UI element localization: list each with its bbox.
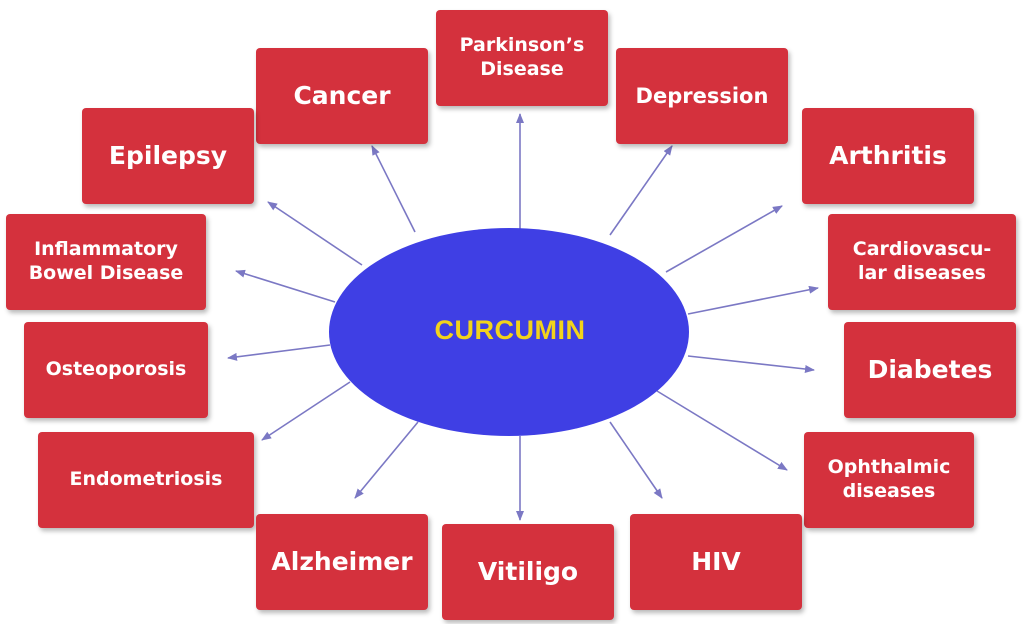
box-arthritis: Arthritis	[802, 108, 974, 204]
box-cancer: Cancer	[256, 48, 428, 144]
box-hiv: HIV	[630, 514, 802, 610]
box-depression: Depression	[616, 48, 788, 144]
arrow-alzheimer	[354, 421, 419, 499]
box-parkinsons: Parkinson’s Disease	[436, 10, 608, 106]
curcumin-ellipse	[329, 228, 689, 436]
arrow-osteoporosis	[227, 344, 331, 361]
box-ophthalmic: Ophthalmic diseases	[804, 432, 974, 528]
arrow-hiv	[609, 421, 663, 499]
box-epilepsy: Epilepsy	[82, 108, 254, 204]
box-endometriosis: Endometriosis	[38, 432, 254, 528]
arrow-depression	[609, 145, 673, 236]
box-ibd: Inflammatory Bowel Disease	[6, 214, 206, 310]
arrow-cancer	[371, 145, 416, 233]
box-diabetes: Diabetes	[844, 322, 1016, 418]
box-alzheimer: Alzheimer	[256, 514, 428, 610]
center-label: CURCUMIN	[434, 314, 586, 345]
arrow-cardiovascular	[687, 285, 819, 315]
arrow-epilepsy	[267, 201, 363, 266]
box-osteoporosis: Osteoporosis	[24, 322, 208, 418]
arrow-arthritis	[665, 205, 783, 273]
arrow-ibd	[235, 269, 336, 303]
arrow-diabetes	[687, 355, 815, 373]
box-vitiligo: Vitiligo	[442, 524, 614, 620]
arrow-endometriosis	[261, 381, 351, 441]
box-cardiovascular: Cardiovascu- lar diseases	[828, 214, 1016, 310]
arrow-ophthalmic	[656, 390, 788, 471]
